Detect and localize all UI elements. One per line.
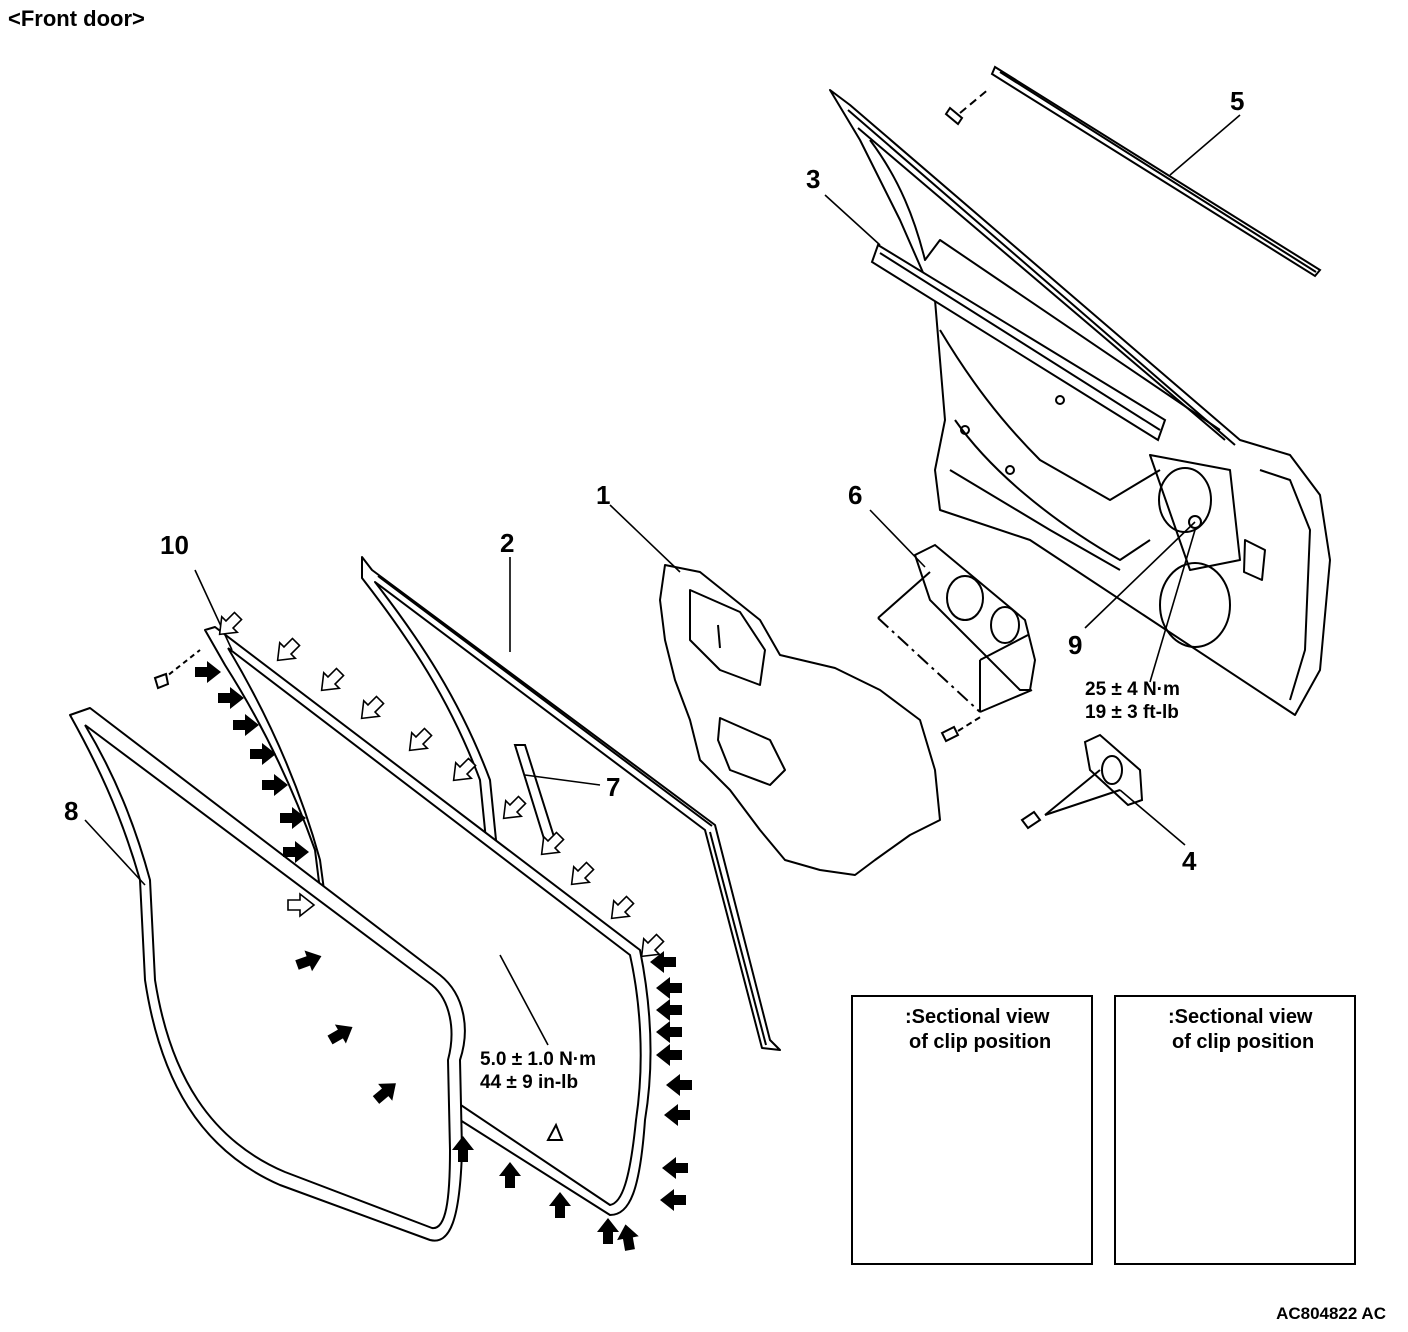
part-8-door-weatherstrip bbox=[69, 707, 466, 1242]
solid-arrow bbox=[262, 774, 288, 796]
solid-arrow bbox=[499, 1162, 521, 1188]
solid-arrow bbox=[195, 661, 221, 683]
torque-metric: 25 ± 4 N·m bbox=[1085, 679, 1180, 700]
screw-10 bbox=[153, 649, 201, 690]
solid-arrow bbox=[664, 1104, 690, 1126]
callout-5: 5 bbox=[1230, 86, 1245, 116]
leader-lines bbox=[84, 114, 1241, 1046]
figure-id: AC804822 AC bbox=[1276, 1304, 1386, 1323]
part-1-sealing-screen bbox=[659, 564, 941, 876]
solid-arrow bbox=[597, 1218, 619, 1244]
callout-3: 3 bbox=[806, 164, 821, 194]
open-arrow bbox=[563, 857, 599, 893]
open-arrow bbox=[495, 791, 531, 827]
callout-4: 4 bbox=[1182, 846, 1197, 876]
solid-arrow bbox=[662, 1157, 688, 1179]
open-arrow bbox=[313, 663, 349, 699]
torque-spec-9: 25 ± 4 N·m 19 ± 3 ft-lb bbox=[1085, 678, 1180, 724]
solid-arrow bbox=[614, 1222, 641, 1252]
part-4-bracket bbox=[1044, 733, 1144, 816]
open-arrow bbox=[269, 633, 305, 669]
open-arrow bbox=[603, 891, 639, 927]
callout-10: 10 bbox=[160, 530, 189, 560]
part-5-belt-strip bbox=[990, 65, 1322, 278]
legend-open-arrow: :Sectional view of clip position bbox=[851, 995, 1093, 1265]
solid-arrow bbox=[656, 999, 682, 1021]
solid-arrow bbox=[549, 1192, 571, 1218]
callout-8: 8 bbox=[64, 796, 79, 826]
screw-4 bbox=[1020, 810, 1042, 830]
screw-5 bbox=[944, 87, 991, 126]
legend-open-text: :Sectional view of clip position bbox=[905, 1006, 1052, 1053]
torque-imperial: 44 ± 9 in-lb bbox=[480, 1072, 579, 1093]
part-6-bracket bbox=[877, 543, 1037, 713]
door-panel bbox=[829, 89, 1331, 716]
clip-fastener bbox=[546, 1122, 564, 1141]
solid-arrow bbox=[656, 1044, 682, 1066]
page-title: <Front door> bbox=[8, 6, 145, 31]
screw-6 bbox=[940, 715, 983, 743]
torque-imperial: 19 ± 3 ft-lb bbox=[1085, 702, 1179, 723]
torque-metric: 5.0 ± 1.0 N·m bbox=[480, 1049, 597, 1070]
legend-solid-text: :Sectional view of clip position bbox=[1168, 1006, 1315, 1053]
open-arrow bbox=[401, 723, 437, 759]
callout-7: 7 bbox=[606, 772, 621, 802]
solid-arrow bbox=[666, 1074, 692, 1096]
callout-9: 9 bbox=[1068, 630, 1083, 660]
open-arrow bbox=[353, 691, 389, 727]
torque-spec-7: 5.0 ± 1.0 N·m 44 ± 9 in-lb bbox=[480, 1048, 596, 1094]
solid-arrow bbox=[656, 977, 682, 999]
callout-1: 1 bbox=[596, 480, 611, 510]
part-3-inner-weatherstrip bbox=[870, 243, 1167, 442]
part-2-glass-run bbox=[361, 556, 781, 1051]
legend-solid-arrow: :Sectional view of clip position bbox=[1114, 995, 1356, 1265]
solid-arrow bbox=[656, 1021, 682, 1043]
callout-2: 2 bbox=[500, 528, 515, 558]
callout-6: 6 bbox=[848, 480, 863, 510]
solid-arrow bbox=[660, 1189, 686, 1211]
